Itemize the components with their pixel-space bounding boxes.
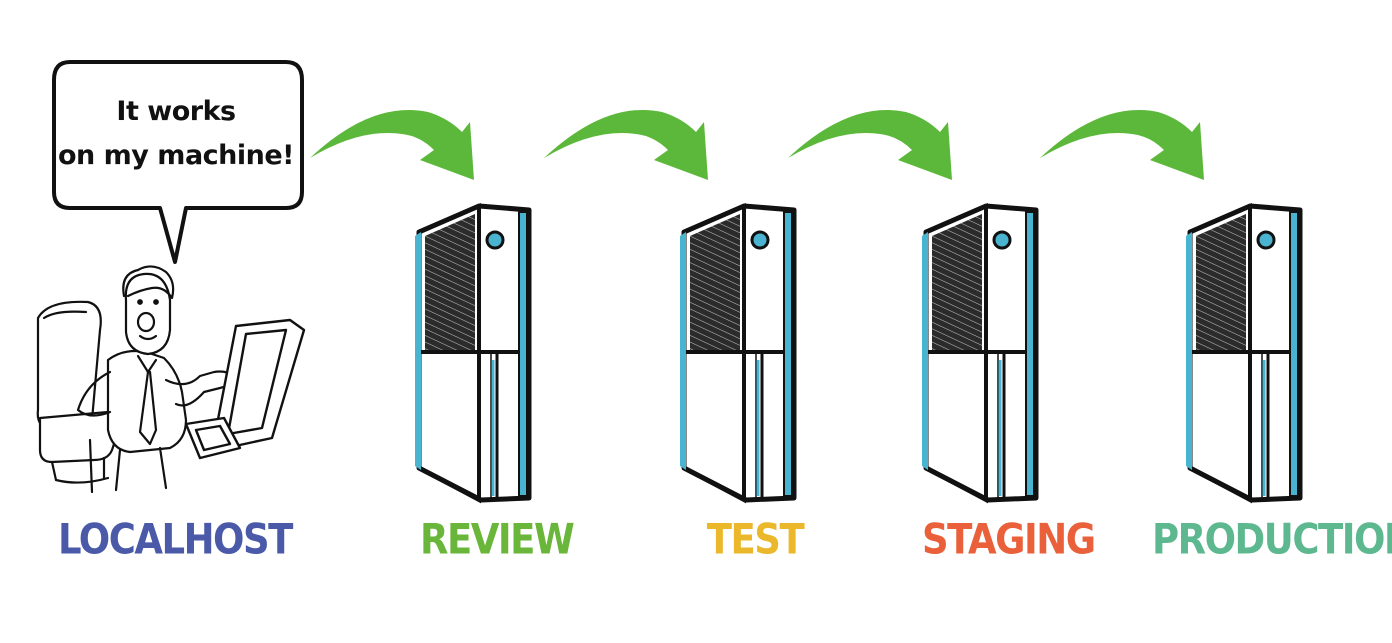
flow-arrow <box>544 109 708 180</box>
flow-arrows <box>310 109 1204 180</box>
server-tower-icon <box>415 202 532 504</box>
server-tower-icon <box>680 202 797 504</box>
stage-label-staging: STAGING <box>922 515 1096 564</box>
flow-arrow <box>310 109 474 180</box>
server-tower-icon <box>1186 202 1303 504</box>
speech-bubble <box>52 60 304 264</box>
flow-arrow <box>1040 109 1204 180</box>
speech-line-1: It works <box>116 96 236 127</box>
stage-label-localhost: LOCALHOST <box>58 515 293 564</box>
speech-bubble-text: It works on my machine! <box>56 90 296 178</box>
server-tower-icon <box>922 202 1039 504</box>
developer-figure <box>36 265 236 494</box>
speech-line-2: on my machine! <box>58 140 295 171</box>
desktop-monitor <box>184 318 306 460</box>
stage-label-review: REVIEW <box>420 515 575 564</box>
stage-label-test: TEST <box>706 515 805 564</box>
stage-label-production: PRODUCTION <box>1152 515 1392 564</box>
server-tower-test <box>680 202 797 504</box>
flow-arrow <box>788 109 952 180</box>
server-tower-review <box>415 202 532 504</box>
server-tower-production <box>1186 202 1303 504</box>
server-tower-staging <box>922 202 1039 504</box>
office-chair <box>36 300 120 494</box>
